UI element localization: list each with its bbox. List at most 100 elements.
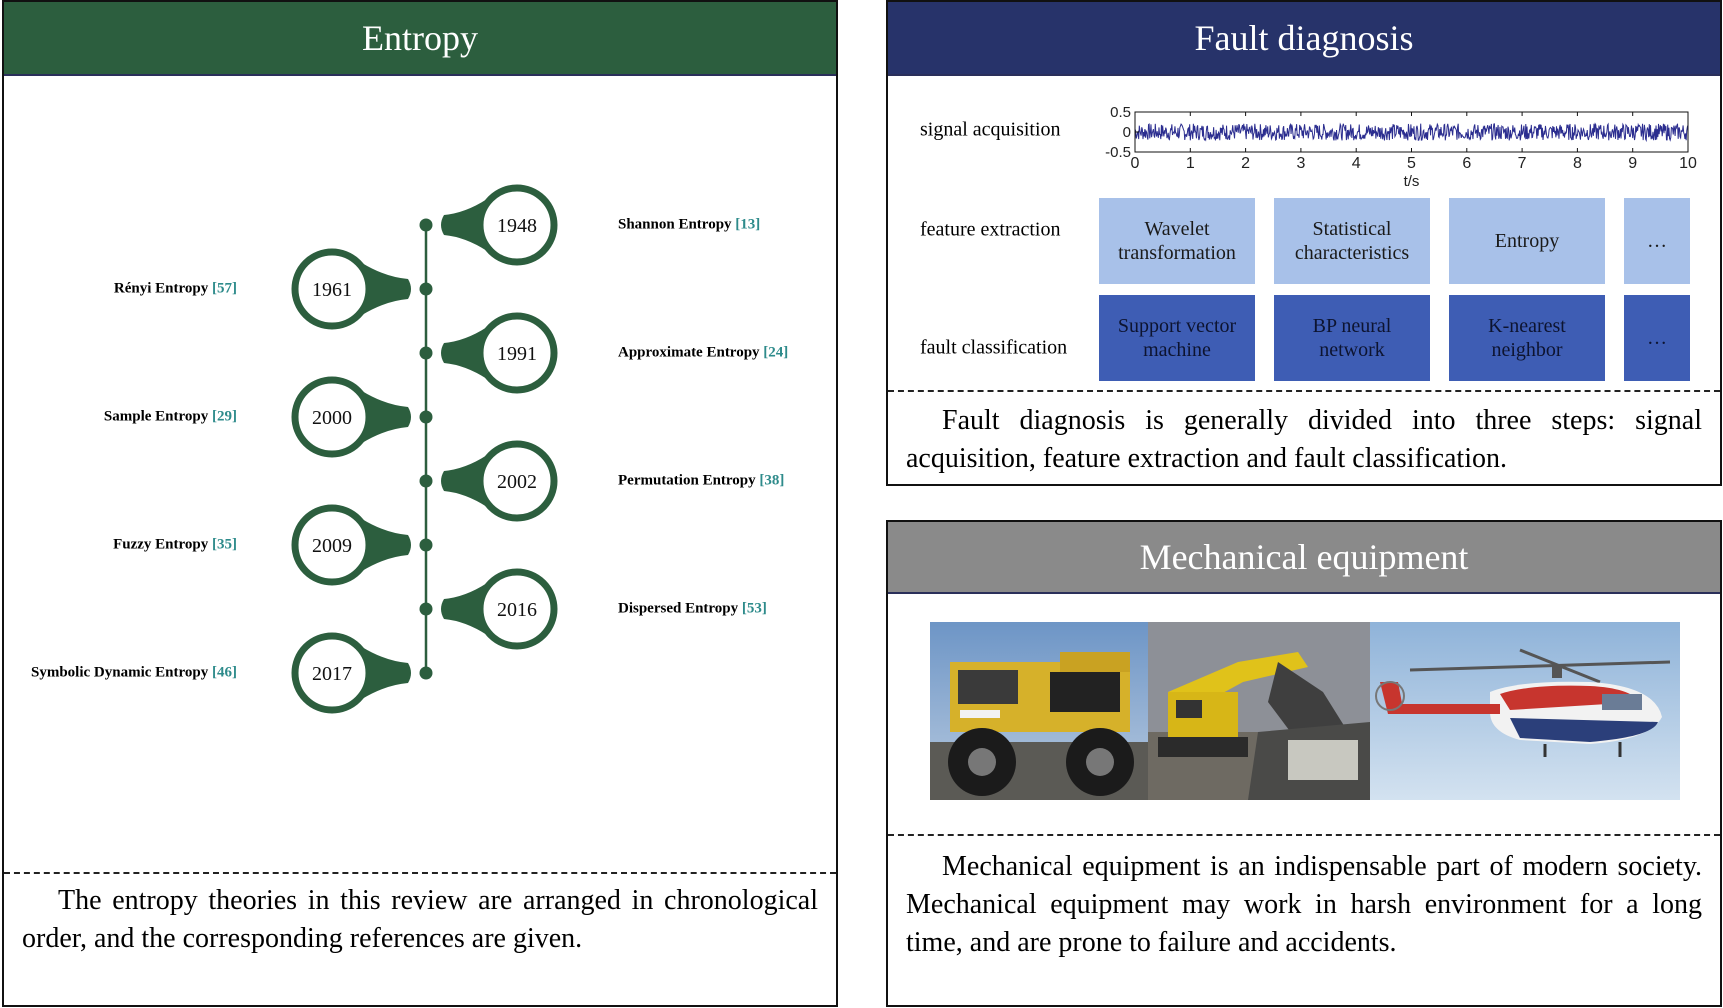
timeline-year-circle bbox=[291, 248, 373, 330]
classification-method-box: K-nearest neighbor bbox=[1449, 295, 1605, 381]
dump-truck-photo bbox=[930, 622, 1148, 800]
entropy-reference[interactable]: [29] bbox=[212, 408, 237, 425]
timeline-dot bbox=[419, 666, 433, 680]
x-tick-label: 5 bbox=[1407, 155, 1416, 172]
timeline-year: 2017 bbox=[312, 663, 352, 685]
entropy-name: Shannon Entropy bbox=[618, 216, 736, 233]
timeline-dot bbox=[419, 602, 433, 616]
timeline-connector bbox=[362, 263, 411, 315]
timeline-label-2002: Permutation Entropy [38] bbox=[618, 473, 784, 490]
x-axis-label: t/s bbox=[1404, 173, 1420, 190]
timeline-dot bbox=[419, 474, 433, 488]
timeline-year: 2016 bbox=[497, 599, 537, 621]
timeline-year-circle bbox=[476, 440, 558, 522]
timeline-label-1961: Rényi Entropy [57] bbox=[114, 281, 237, 298]
x-tick-label: 7 bbox=[1518, 155, 1527, 172]
timeline-dot bbox=[419, 218, 433, 232]
timeline-connector bbox=[441, 455, 487, 507]
timeline-year: 1948 bbox=[497, 215, 537, 237]
entropy-panel-header: Entropy bbox=[4, 2, 836, 76]
timeline-year-circle bbox=[291, 376, 373, 458]
timeline-label-2000: Sample Entropy [29] bbox=[104, 409, 237, 426]
x-tick-label: 8 bbox=[1573, 155, 1582, 172]
timeline-node-1961: 1961 bbox=[291, 248, 411, 330]
x-tick-label: 1 bbox=[1186, 155, 1195, 172]
x-tick-label: 0 bbox=[1131, 155, 1140, 172]
entropy-reference[interactable]: [24] bbox=[763, 344, 789, 361]
timeline-connector bbox=[441, 199, 487, 251]
fault-caption-divider bbox=[888, 390, 1720, 392]
entropy-reference[interactable]: [35] bbox=[212, 536, 237, 553]
signal-trace bbox=[1134, 122, 1689, 143]
timeline-dot bbox=[419, 538, 433, 552]
entropy-reference[interactable]: [38] bbox=[759, 472, 785, 489]
classification-method-box: Support vector machine bbox=[1099, 295, 1255, 381]
entropy-name: Approximate Entropy bbox=[618, 344, 764, 361]
x-tick-label: 3 bbox=[1296, 155, 1305, 172]
entropy-name: Fuzzy Entropy bbox=[113, 536, 212, 553]
row-label-feature: feature extraction bbox=[920, 218, 1061, 241]
row-label-classification: fault classification bbox=[920, 336, 1068, 359]
timeline-label-1991: Approximate Entropy [24] bbox=[618, 345, 788, 362]
timeline-dot bbox=[419, 282, 433, 296]
timeline-dot bbox=[419, 346, 433, 360]
timeline-connector bbox=[362, 647, 411, 699]
fault-diagnosis-header: Fault diagnosis bbox=[888, 2, 1720, 76]
x-tick-label: 10 bbox=[1679, 155, 1697, 172]
entropy-caption-divider bbox=[4, 872, 836, 874]
feature-method-box: Statistical characteristics bbox=[1274, 198, 1430, 284]
entropy-timeline: 1948 1961 1991 2000 2002 2009 2016 2017 bbox=[291, 184, 558, 714]
y-tick-label: -0.5 bbox=[1105, 144, 1131, 161]
row-label-signal: signal acquisition bbox=[920, 118, 1061, 141]
timeline-year-circle bbox=[291, 504, 373, 586]
timeline-year: 2002 bbox=[497, 471, 537, 493]
entropy-panel: Entropy 1948 1961 1991 2000 2002 2009 2016 2017… bbox=[2, 0, 838, 1007]
timeline-node-2000: 2000 bbox=[291, 376, 411, 458]
feature-method-box: … bbox=[1624, 198, 1690, 284]
mechanical-caption-divider bbox=[888, 834, 1720, 836]
timeline-node-2009: 2009 bbox=[291, 504, 411, 586]
x-tick-label: 4 bbox=[1352, 155, 1361, 172]
fault-diagnosis-title: Fault diagnosis bbox=[1194, 18, 1414, 58]
timeline-year-circle bbox=[476, 568, 558, 650]
timeline-connector bbox=[362, 391, 411, 443]
excavator-photo bbox=[1148, 622, 1370, 800]
mechanical-caption: Mechanical equipment is an indispensable… bbox=[906, 851, 1702, 958]
timeline-year-circle bbox=[476, 184, 558, 266]
timeline-node-1991: 1991 bbox=[441, 312, 558, 394]
feature-method-box: Wavelet transformation bbox=[1099, 198, 1255, 284]
timeline-node-2017: 2017 bbox=[291, 632, 411, 714]
x-tick-label: 9 bbox=[1628, 155, 1637, 172]
timeline-label-2017: Symbolic Dynamic Entropy [46] bbox=[31, 665, 237, 682]
entropy-reference[interactable]: [46] bbox=[212, 664, 237, 681]
timeline-year-circle bbox=[291, 632, 373, 714]
y-tick-label: 0.5 bbox=[1110, 104, 1131, 121]
classification-method-box: … bbox=[1624, 295, 1690, 381]
entropy-name: Permutation Entropy bbox=[618, 472, 760, 489]
entropy-reference[interactable]: [13] bbox=[735, 216, 761, 233]
timeline-connector bbox=[441, 327, 487, 379]
timeline-year: 1961 bbox=[312, 279, 352, 301]
timeline-node-2016: 2016 bbox=[441, 568, 558, 650]
mechanical-equipment-title: Mechanical equipment bbox=[1139, 537, 1469, 577]
timeline-dot bbox=[419, 410, 433, 424]
entropy-panel-title: Entropy bbox=[362, 18, 478, 58]
fault-caption: Fault diagnosis is generally divided int… bbox=[906, 405, 1702, 474]
entropy-name: Dispersed Entropy bbox=[618, 600, 742, 617]
entropy-name: Symbolic Dynamic Entropy bbox=[31, 664, 212, 681]
entropy-name: Rényi Entropy bbox=[113, 280, 212, 297]
timeline-connector bbox=[441, 583, 487, 635]
timeline-year: 1991 bbox=[497, 343, 537, 365]
timeline-node-1948: 1948 bbox=[441, 184, 558, 266]
entropy-reference[interactable]: [57] bbox=[212, 280, 237, 297]
entropy-reference[interactable]: [53] bbox=[741, 600, 767, 617]
helicopter-photo bbox=[1370, 622, 1680, 800]
x-tick-label: 6 bbox=[1462, 155, 1471, 172]
timeline-year: 2009 bbox=[312, 535, 352, 557]
mechanical-equipment-header: Mechanical equipment bbox=[888, 522, 1720, 594]
y-tick-label: 0 bbox=[1123, 124, 1131, 141]
entropy-caption: The entropy theories in this review are … bbox=[22, 885, 818, 954]
timeline-label-1948: Shannon Entropy [13] bbox=[618, 217, 760, 234]
timeline-year-circle bbox=[476, 312, 558, 394]
